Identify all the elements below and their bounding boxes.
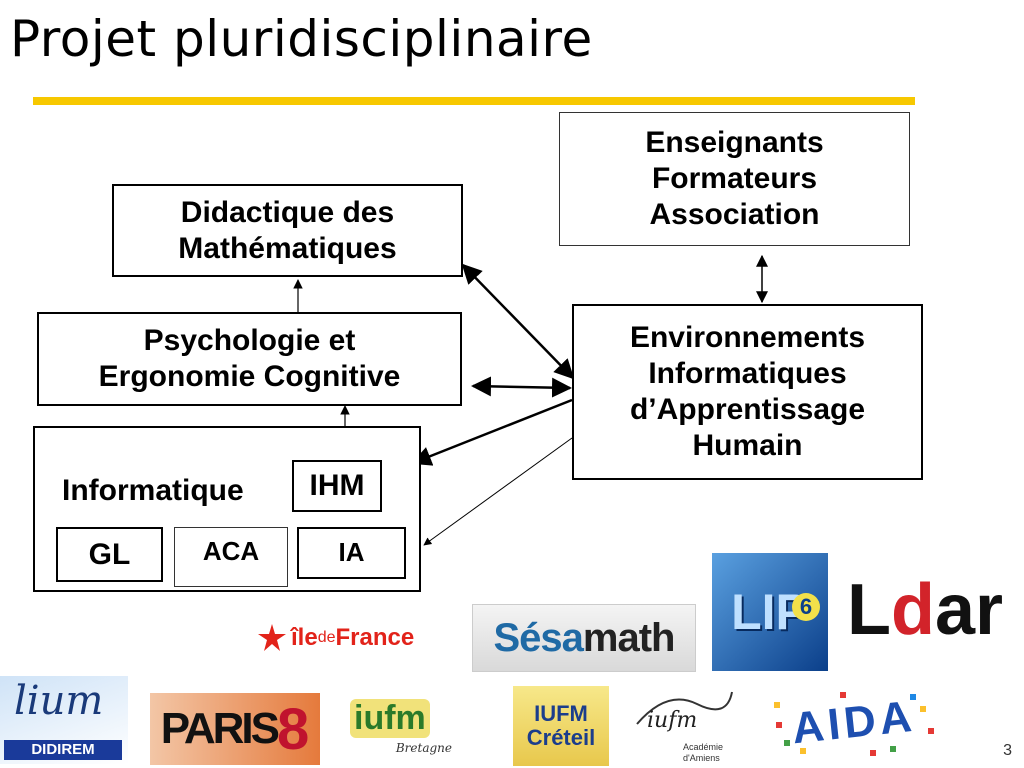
box-ihm: IHM — [292, 460, 382, 512]
arrow-eiah-ia — [423, 437, 573, 546]
swirl-icon — [636, 691, 733, 725]
informatique-label: Informatique — [62, 474, 244, 507]
logo-iledefrance: île de France — [247, 608, 445, 668]
slide-title: Projet pluridisciplinaire — [10, 10, 593, 68]
box-enseignants: Enseignants Formateurs Association — [559, 112, 910, 246]
box-didactique: Didactique des Mathématiques — [112, 184, 463, 277]
box-gl: GL — [56, 527, 163, 582]
box-eiah: Environnements Informatiques d’Apprentis… — [572, 304, 923, 480]
box-informatique: Informatique IHM GL ACA IA — [33, 426, 421, 592]
star-icon — [258, 624, 286, 651]
page-number: 3 — [1003, 742, 1012, 759]
logo-iufm-bretagne: iufm Bretagne — [344, 695, 456, 761]
confetti-decoration — [774, 692, 934, 756]
box-aca: ACA — [174, 527, 288, 587]
arrow-psychologie-eiah — [471, 376, 572, 398]
arrow-didactique-eiah — [461, 263, 575, 380]
logo-iufm-creteil: IUFM Créteil — [513, 686, 609, 766]
title-underline — [33, 97, 915, 105]
logo-iufm-amiens: iufm Académie d'Amiens — [627, 684, 739, 766]
logo-lium-didirem: lium DIDIREM — [0, 676, 128, 764]
logo-ldar: L d ar — [846, 570, 1004, 650]
box-ia: IA — [297, 527, 406, 579]
logo-sesamath: Sésa math — [472, 604, 696, 672]
box-psychologie: Psychologie et Ergonomie Cognitive — [37, 312, 462, 406]
logo-lip6: LIP 6 — [712, 553, 828, 671]
arrow-eiah-ihm — [411, 398, 573, 466]
logo-paris8: PARIS 8 — [150, 693, 320, 765]
logo-aida: AIDA — [770, 688, 940, 760]
